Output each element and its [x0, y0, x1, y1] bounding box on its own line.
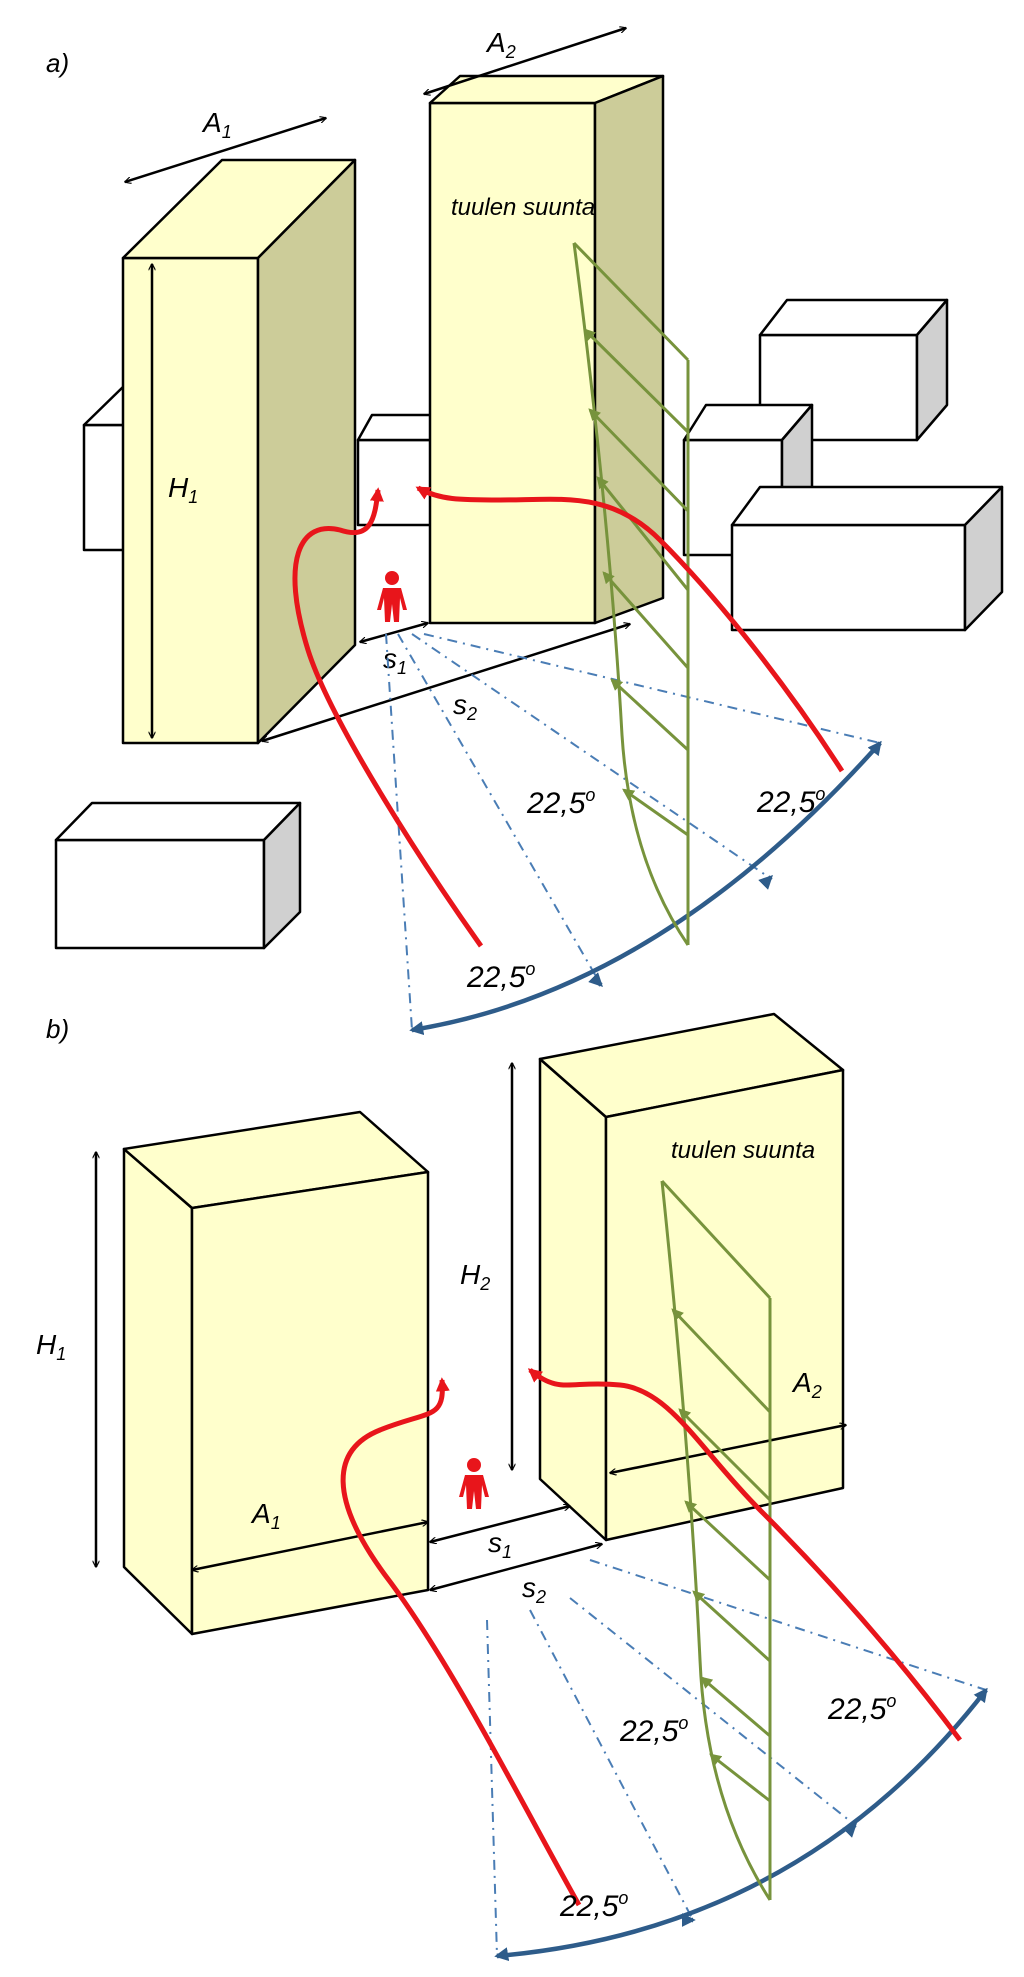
person-icon — [377, 571, 407, 622]
wind-profile — [572, 241, 690, 946]
sector-rays — [486, 1559, 987, 1957]
h2-label: H2 — [460, 1259, 490, 1294]
h1-label: H1 — [36, 1329, 66, 1364]
a2-label: A2 — [791, 1367, 822, 1402]
wind-flow-line — [340, 1377, 582, 1907]
panel-a-label: a) — [46, 48, 69, 78]
panel-b-label: b) — [46, 1014, 69, 1044]
small-building — [82, 383, 127, 552]
building-2 — [538, 1012, 845, 1542]
wind-flow-line — [415, 485, 845, 773]
s2-label: s2 — [522, 1572, 546, 1607]
a1-label: A1 — [250, 1498, 281, 1533]
a2-dimension-arrow — [424, 28, 626, 94]
panel-a: a) — [46, 27, 1004, 1036]
s2-label: s2 — [453, 689, 477, 724]
wind-direction-label: tuulen suunta — [671, 1137, 815, 1164]
sector-rays — [385, 633, 881, 1031]
sector-arc — [411, 741, 882, 1033]
small-building — [54, 801, 302, 950]
sector-arc-arrowheads — [494, 1687, 988, 1962]
person-icon — [459, 1458, 489, 1509]
s2-dimension-arrow — [262, 624, 630, 741]
a1-dimension-arrow — [192, 1522, 428, 1570]
s1-label: s1 — [488, 1527, 512, 1562]
a2-dimension-arrow — [610, 1425, 846, 1473]
wind-direction-label: tuulen suunta — [451, 194, 595, 221]
tall-building-2 — [428, 74, 665, 625]
panel-b: b) tuulen suunta H1 H2 A1 A2 s1 s2 — [36, 1012, 988, 1962]
s2-dimension-arrow — [430, 1544, 602, 1590]
a1-label: A1 — [201, 107, 232, 142]
s1-dimension-arrow — [430, 1506, 570, 1542]
a1-dimension-arrow — [125, 118, 326, 182]
tall-building-1 — [121, 158, 357, 745]
angle-label: 22,5o — [619, 1713, 688, 1748]
small-building — [730, 485, 1004, 632]
angle-label: 22,5o — [559, 1888, 628, 1923]
h1-label: H1 — [168, 472, 198, 507]
building-1 — [122, 1110, 430, 1636]
s1-label: s1 — [383, 643, 407, 678]
wind-flow-line — [527, 1368, 962, 1742]
wind-flow-line — [292, 487, 484, 948]
angle-label: 22,5o — [756, 784, 825, 819]
angle-label: 22,5o — [526, 785, 595, 820]
a2-label: A2 — [485, 27, 516, 62]
small-building — [356, 413, 434, 527]
sector-arc-arrowheads — [409, 740, 882, 1036]
angle-label: 22,5o — [827, 1691, 896, 1726]
angle-label: 22,5o — [466, 959, 535, 994]
wind-profile — [660, 1179, 772, 1901]
